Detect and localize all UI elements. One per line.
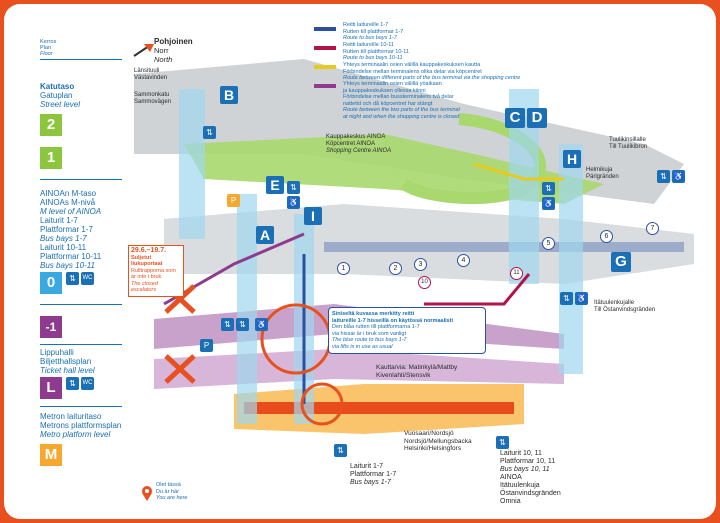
bay-7: 7	[646, 222, 659, 235]
platform-highlight-circle	[300, 382, 344, 426]
bay-1: 1	[337, 262, 350, 275]
closed-escalator-notice: 29.6.–19.7. Suljetut liukuportaat Rulltr…	[128, 245, 184, 297]
entrance-h-sign[interactable]: H	[563, 150, 581, 168]
bay-2: 2	[389, 262, 402, 275]
street-level-plate	[134, 59, 684, 204]
accessible-icon: ♿	[575, 292, 588, 305]
bay-5: 5	[542, 237, 555, 250]
entrance-g-sign[interactable]: G	[611, 252, 631, 272]
entrance-d-sign[interactable]: D	[527, 108, 547, 128]
elevator-icon: ⇅	[203, 126, 216, 139]
bay-10: 10	[418, 276, 431, 289]
divider	[40, 406, 122, 407]
lift-shaft-b	[179, 89, 205, 239]
bay-11: 11	[510, 267, 523, 280]
parking-icon: P	[200, 339, 213, 352]
elevator-icon: ⇅	[236, 318, 249, 331]
accessible-icon: ♿	[542, 197, 555, 210]
accessible-icon: ♿	[287, 196, 300, 209]
bay-6: 6	[600, 230, 613, 243]
elevator-icon: ⇅	[66, 377, 79, 390]
metro-track	[244, 402, 514, 414]
wc-icon: WC	[81, 272, 94, 285]
level-m-badge: M	[40, 444, 62, 466]
elevator-icon: ⇅	[542, 182, 555, 195]
elevator-icon: ⇅	[334, 444, 347, 457]
level-1-badge: 1	[40, 147, 62, 169]
you-are-here-icon	[142, 486, 152, 501]
entrance-c-sign[interactable]: C	[505, 108, 525, 128]
ticket-hall-plate	[154, 349, 564, 389]
bay-3: 3	[414, 258, 427, 271]
wc-icon: WC	[81, 377, 94, 390]
bus-lane	[324, 242, 684, 252]
route-yellow	[473, 162, 564, 181]
elevator-icon: ⇅	[221, 318, 234, 331]
north-arrow-icon	[133, 44, 154, 57]
closed-escalators	[164, 284, 196, 384]
lift-shaft-h	[559, 144, 583, 374]
elevator-icon: ⇅	[287, 181, 300, 194]
entrance-i-sign[interactable]: I	[304, 207, 322, 225]
entrance-e-sign[interactable]: E	[266, 176, 284, 194]
divider	[40, 59, 122, 60]
divider	[40, 304, 122, 305]
entrance-b-sign[interactable]: B	[220, 86, 238, 104]
blue-route-info-box: Siniseltä kuvassa merkitty reitti laitur…	[328, 307, 486, 354]
divider	[40, 344, 122, 345]
mall-level-plate	[184, 134, 604, 204]
bay-4: 4	[457, 254, 470, 267]
elevator-icon: ⇅	[66, 272, 79, 285]
entrance-a-sign[interactable]: A	[256, 226, 274, 244]
level-2-badge: 2	[40, 114, 62, 136]
legend-item-yellow: Yhteys terminaalin osien välillä kauppak…	[343, 62, 521, 81]
elevator-icon: ⇅	[560, 292, 573, 305]
level-minus1-badge: -1	[40, 316, 62, 338]
divider	[40, 179, 122, 180]
accessible-icon: ♿	[255, 318, 268, 331]
parking-icon: P	[227, 194, 240, 207]
legend-item-purple: Yhteys terminaalin osien välillä yöaikaa…	[343, 81, 460, 120]
elevator-icon: ⇅	[496, 436, 509, 449]
level-l-badge: L	[40, 377, 62, 399]
accessible-icon: ♿	[672, 170, 685, 183]
level-0-badge: 0	[40, 272, 62, 294]
route-red	[424, 273, 531, 306]
lift-shaft-a	[237, 194, 257, 424]
elevator-icon: ⇅	[657, 170, 670, 183]
